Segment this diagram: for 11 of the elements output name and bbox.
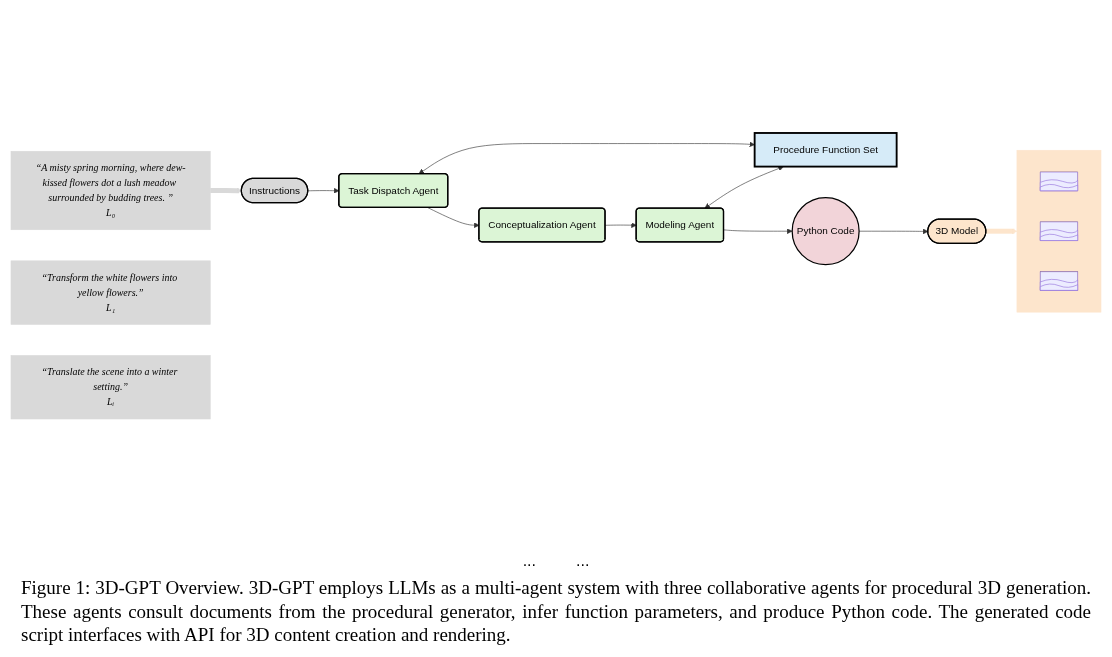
arrow: [210, 187, 242, 194]
node-circle: Python Code: [791, 197, 860, 266]
node-box: Procedure Function Set: [753, 131, 898, 168]
node-box: “Transform the white flowers into yellow flowers.” L₁: [10, 260, 211, 325]
arrow: [985, 228, 1018, 234]
cluster: [1016, 149, 1102, 313]
ellipsis-label: ...: [522, 551, 536, 570]
node-box: “A misty spring morning, where dew-kissed flowers dot a lush meadow surrounded by budding trees. ” L₀: [10, 150, 211, 230]
ellipsis-label: ...: [576, 551, 590, 570]
figure-caption: Figure 1: 3D-GPT Overview. 3D-GPT employs LLMs as a multi-agent system with three collaborative agents for procedural 3D generation. These agents consult documents from the procedural generator, infer function parameters, and produce Python code. The generated code script interfaces with API for 3D content creation and rendering.: [21, 575, 1091, 647]
node-box: “Translate the scene into a winter setting.” Lᵢ: [10, 355, 211, 420]
